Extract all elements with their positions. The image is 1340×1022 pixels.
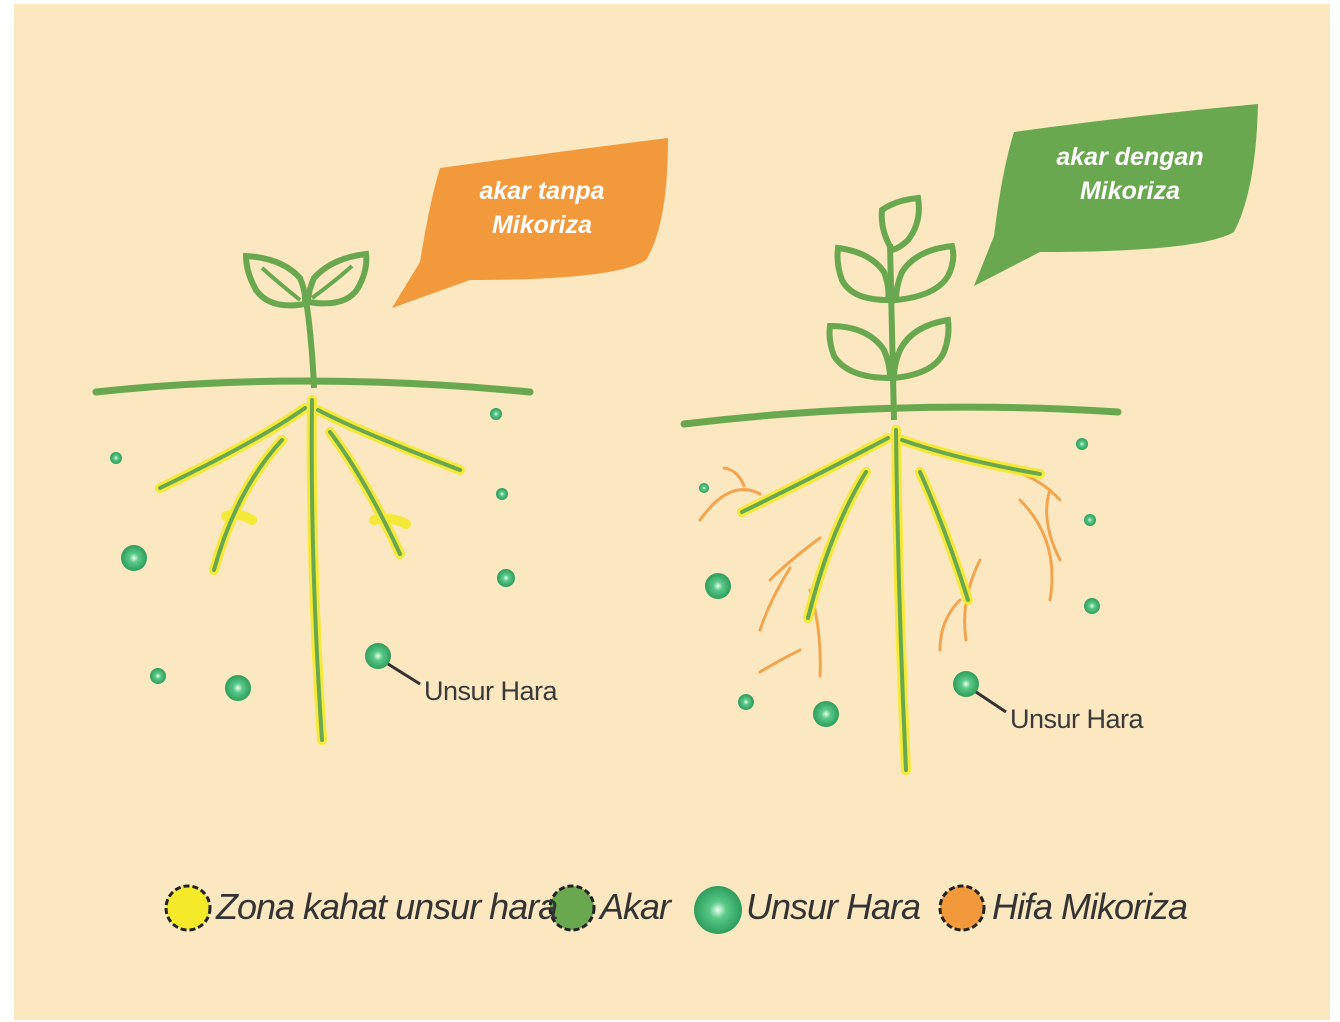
plant-without-mycorrhiza — [96, 254, 530, 740]
bubble-left-line1: akar tanpa — [452, 174, 632, 208]
bubble-left-text: akar tanpa Mikoriza — [452, 174, 632, 242]
nutrient-label-left: Unsur Hara — [424, 676, 557, 707]
legend: Zona kahat unsur hara Akar Unsur Hara Hi… — [160, 874, 1190, 944]
bubble-right-text: akar dengan Mikoriza — [1030, 140, 1230, 208]
legend-label-root: Akar — [600, 886, 670, 928]
nutrient-pointer-right — [976, 692, 1006, 712]
bubble-left-line2: Mikoriza — [452, 208, 632, 242]
plant-with-mycorrhiza — [684, 198, 1118, 770]
nutrient-pointer-left — [388, 664, 420, 684]
bubble-right-line1: akar dengan — [1030, 140, 1230, 174]
bubble-right-line2: Mikoriza — [1030, 174, 1230, 208]
stem-left — [306, 300, 314, 388]
legend-label-nutrient: Unsur Hara — [746, 886, 920, 928]
legend-label-zone: Zona kahat unsur hara — [216, 886, 557, 928]
soil-line-right — [684, 407, 1118, 424]
nutrient-label-right: Unsur Hara — [1010, 704, 1143, 735]
legend-label-hypha: Hifa Mikoriza — [992, 886, 1187, 928]
stem-right — [890, 244, 894, 420]
